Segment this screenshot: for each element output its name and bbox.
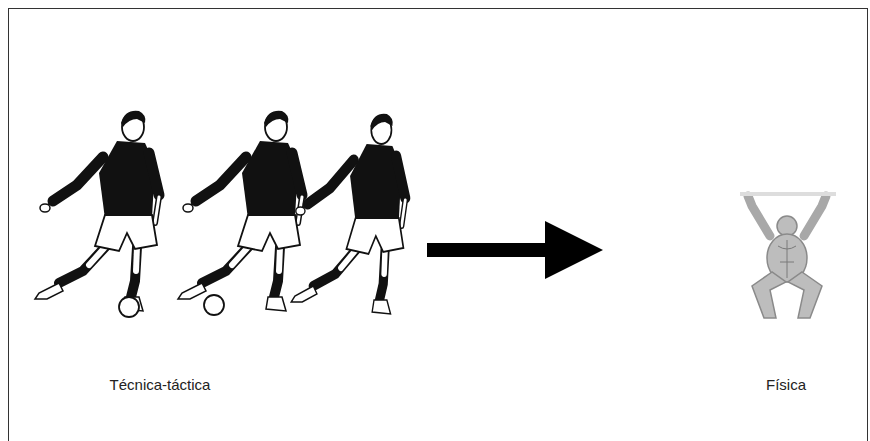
- illustration-node: Física: [608, 180, 862, 320]
- ball: [204, 295, 224, 315]
- block-arrow: [427, 221, 603, 279]
- player-figure: [178, 111, 302, 315]
- frame-border: [9, 9, 868, 441]
- node-label: Técnica-táctica: [60, 376, 260, 394]
- node-label: Física: [736, 376, 836, 394]
- athlete-figure: [740, 192, 836, 318]
- player-figure: [35, 111, 159, 317]
- illustration-node: Técnica-táctica: [28, 100, 422, 400]
- player-figure: [291, 114, 405, 314]
- ball: [119, 297, 139, 317]
